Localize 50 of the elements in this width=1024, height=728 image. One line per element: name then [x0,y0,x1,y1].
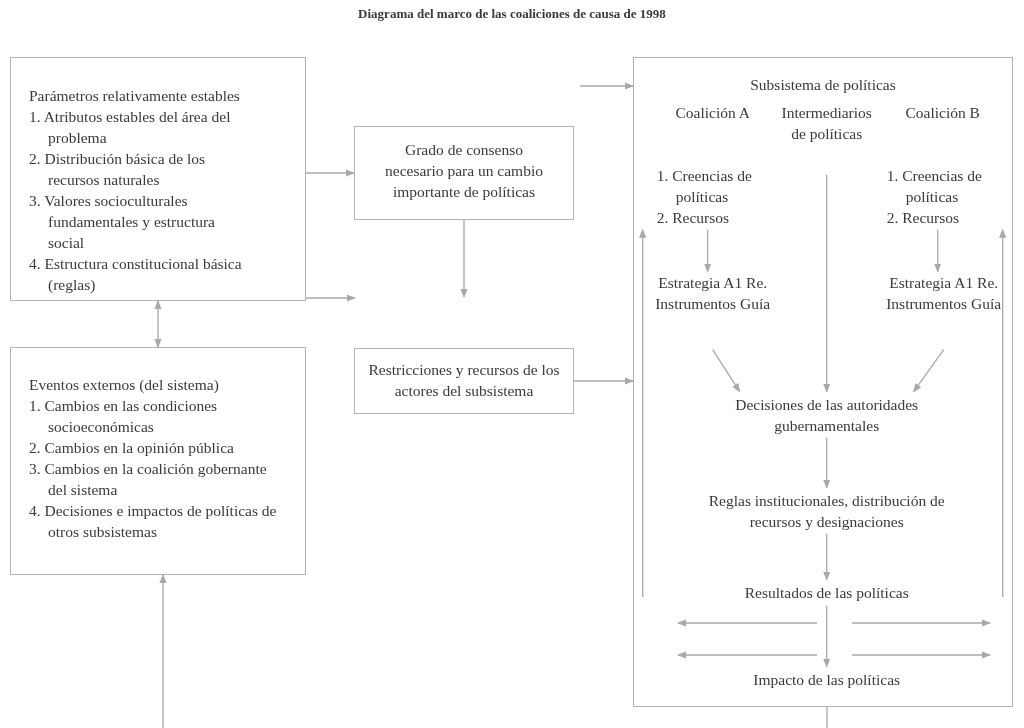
box-heading: Parámetros relativamente estables [29,86,241,106]
arrow [934,229,942,273]
panel-heading: Subsistema de políticas [749,75,897,95]
text-label: Coalición A [655,101,770,126]
diagram-title: Diagrama del marco de las coaliciones de causa de 1998 [357,6,667,22]
list-item: 1. Atributos estables del área del problema [29,107,232,148]
list-item: 1. Creencias de políticas [656,165,753,207]
process-box [10,347,306,575]
arrow [823,605,831,668]
arrow [305,294,356,302]
list-item: 2. Distribución básica de los recursos naturales [29,149,207,190]
text-label: Decisiones de las autoridades gubernamentales [711,391,942,438]
box-text: Restricciones y recursos de los actores del subsistema [367,360,561,401]
arrow [823,533,831,581]
process-box [354,348,574,414]
list-item: 2. Recursos [886,207,960,228]
connector-line [826,706,828,728]
text-label: Resultados de las políticas [726,579,927,606]
arrow [154,300,162,348]
list-item: 1. Cambios en las condiciones socioeconómicas [29,396,219,437]
arrow [704,229,712,273]
text-label: Estrategia A1 Re. Instrumentos Guía [651,271,774,338]
arrow [712,349,741,393]
subsystem-panel [633,57,1013,707]
list-item: 4. Estructura constitucional básica (reglas) [29,254,243,295]
list-item: 1. Creencias de políticas [886,165,983,207]
list-item: 3. Valores socioculturales fundamentales y estructura social [29,191,216,253]
list-item: 4. Decisiones e impactos de políticas de otros subsistemas [29,501,278,542]
box-text: Grado de consenso necesario para un cambio importante de políticas [384,140,544,202]
arrow [305,169,355,177]
list-item: 3. Cambios en la coalición gobernante del sistema [29,459,268,500]
text-label: Coalición B [885,101,1000,126]
list-item: 2. Cambios en la opinión pública [29,438,235,458]
process-box [10,57,306,301]
text-label: Impacto de las políticas [726,666,927,693]
arrow [823,174,831,393]
arrow [639,228,647,598]
text-label: Estrategia A1 Re. Instrumentos Guía [882,271,1005,338]
text-label: Intermediarios de políticas [775,101,878,150]
arrow [999,228,1007,598]
arrow [159,574,167,728]
box-heading: Eventos externos (del sistema) [29,375,220,395]
arrow [823,437,831,489]
arrow [579,82,634,90]
arrow [573,377,634,385]
process-box [354,126,574,220]
text-label: Reglas institucionales, distribución de recursos y designaciones [696,487,957,534]
arrow [460,219,468,298]
arrow [913,349,945,393]
list-item: 2. Recursos [656,207,730,228]
